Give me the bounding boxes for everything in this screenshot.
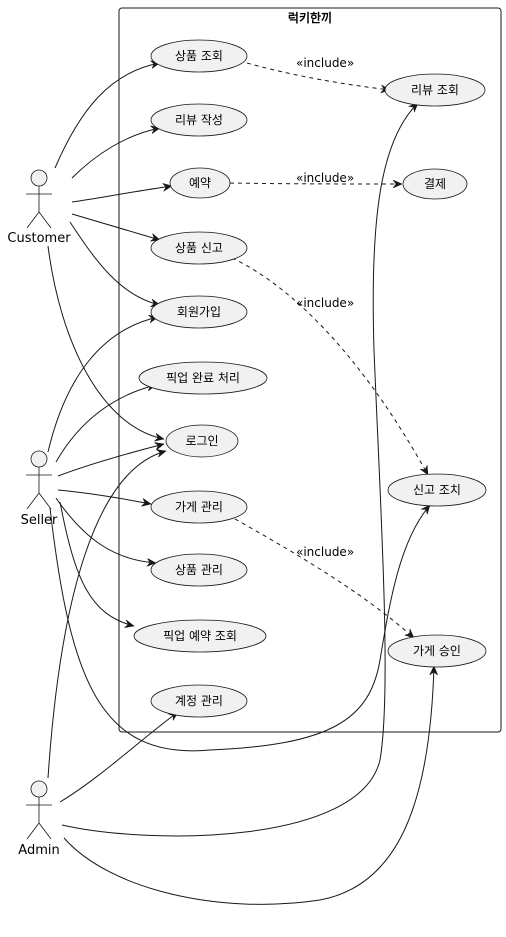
use-case-product-view-label: 상품 조회 xyxy=(175,49,223,63)
use-case-review-write-ellipse xyxy=(150,103,248,137)
use-case-pickup-done-ellipse xyxy=(138,361,268,395)
use-case-store-approve: 가게 승인 xyxy=(387,634,487,668)
use-case-product-report: 상품 신고 xyxy=(150,231,248,265)
includes-layer xyxy=(227,62,429,638)
actor-admin-body xyxy=(26,797,52,840)
include-label-3: «include» xyxy=(296,296,354,310)
include-label-2: «include» xyxy=(296,171,354,185)
association-admin-login xyxy=(47,451,166,779)
association-seller-pickup-done xyxy=(55,385,156,463)
actors-layer: Customer Seller Admin xyxy=(7,169,71,858)
use-case-product-view: 상품 조회 xyxy=(150,39,248,73)
use-case-product-manage-ellipse xyxy=(150,553,248,587)
association-customer-reserve xyxy=(71,186,172,203)
actor-customer-body xyxy=(26,186,52,229)
system-title: 럭키한끼 xyxy=(288,10,332,25)
association-seller-login xyxy=(57,444,164,477)
use-case-reserve: 예약 xyxy=(169,167,231,199)
use-case-product-report-ellipse xyxy=(150,231,248,265)
use-case-store-manage-ellipse xyxy=(150,490,248,524)
include-product-report-report-action xyxy=(231,257,429,475)
actor-admin-label: Admin xyxy=(18,843,59,858)
association-admin-account-manage xyxy=(59,711,178,803)
actor-customer: Customer xyxy=(7,169,71,246)
use-case-product-manage-label: 상품 관리 xyxy=(175,563,223,577)
use-case-report-action: 신고 조치 xyxy=(387,473,487,507)
use-case-store-approve-label: 가게 승인 xyxy=(413,644,461,658)
association-seller-product-manage xyxy=(55,497,156,563)
use-case-pickup-done-label: 픽업 완료 처리 xyxy=(166,371,240,385)
use-case-review-view: 리뷰 조회 xyxy=(384,73,486,107)
use-case-product-report-label: 상품 신고 xyxy=(175,241,223,255)
use-case-product-view-ellipse xyxy=(150,39,248,73)
association-customer-product-view xyxy=(54,63,160,169)
include-product-view-review-view xyxy=(246,62,390,90)
use-case-signup-label: 회원가입 xyxy=(177,305,221,319)
actor-seller: Seller xyxy=(21,450,58,528)
association-seller-pickup-reserve-view xyxy=(59,501,134,626)
actor-customer-head xyxy=(30,169,48,187)
use-case-payment-label: 결제 xyxy=(424,177,446,191)
associations-layer xyxy=(47,63,434,905)
association-seller-store-manage xyxy=(57,489,151,504)
use-case-account-manage: 계정 관리 xyxy=(150,684,248,718)
include-labels: «include» «include» «include» «include» xyxy=(296,56,354,559)
use-case-signup-ellipse xyxy=(150,295,248,329)
use-case-pickup-reserve-view-ellipse xyxy=(133,619,267,653)
use-case-report-action-ellipse xyxy=(387,473,487,507)
use-case-pickup-done: 픽업 완료 처리 xyxy=(138,361,268,395)
association-admin-review-view xyxy=(61,103,418,837)
use-case-store-approve-ellipse xyxy=(387,634,487,668)
include-label-1: «include» xyxy=(296,56,354,70)
use-case-account-manage-label: 계정 관리 xyxy=(175,694,223,708)
use-case-account-manage-ellipse xyxy=(150,684,248,718)
use-case-product-manage: 상품 관리 xyxy=(150,553,248,587)
actor-seller-body xyxy=(26,467,52,510)
use-case-payment: 결제 xyxy=(402,168,468,200)
use-case-pickup-reserve-view: 픽업 예약 조회 xyxy=(133,619,267,653)
association-customer-login xyxy=(47,245,164,439)
use-case-login: 로그인 xyxy=(165,424,239,458)
association-customer-signup xyxy=(69,221,160,305)
include-reserve-payment xyxy=(229,183,402,184)
actor-customer-label: Customer xyxy=(7,231,71,246)
use-cases-layer: 상품 조회 리뷰 작성 예약 상품 신고 회원가입 픽업 완료 처리 로그인 xyxy=(133,39,487,718)
use-case-report-action-label: 신고 조치 xyxy=(413,483,461,497)
association-seller-signup xyxy=(47,317,158,453)
association-seller-report-action xyxy=(49,505,430,752)
use-case-store-manage: 가게 관리 xyxy=(150,490,248,524)
use-case-reserve-label: 예약 xyxy=(189,175,211,190)
association-customer-review-write xyxy=(71,128,160,179)
use-case-store-manage-label: 가게 관리 xyxy=(175,500,223,514)
use-case-pickup-reserve-view-label: 픽업 예약 조회 xyxy=(163,628,237,643)
use-case-login-label: 로그인 xyxy=(185,434,218,448)
include-label-4: «include» xyxy=(296,545,354,559)
use-case-review-write-label: 리뷰 작성 xyxy=(175,113,223,127)
association-admin-store-approve xyxy=(63,666,434,905)
use-case-review-write: 리뷰 작성 xyxy=(150,103,248,137)
system-boundary: 럭키한끼 xyxy=(118,7,502,733)
association-customer-product-report xyxy=(71,213,160,240)
actor-seller-head xyxy=(30,450,48,468)
actor-admin-head xyxy=(30,780,48,798)
use-case-reserve-ellipse xyxy=(169,167,231,199)
include-store-manage-store-approve xyxy=(227,514,414,638)
use-case-review-view-ellipse xyxy=(384,73,486,107)
use-case-signup: 회원가입 xyxy=(150,295,248,329)
use-case-payment-ellipse xyxy=(402,168,468,200)
use-case-review-view-label: 리뷰 조회 xyxy=(411,83,459,97)
system-boundary-box xyxy=(118,7,502,733)
use-case-login-ellipse xyxy=(165,424,239,458)
actor-admin: Admin xyxy=(18,780,60,858)
actor-seller-label: Seller xyxy=(21,513,58,528)
